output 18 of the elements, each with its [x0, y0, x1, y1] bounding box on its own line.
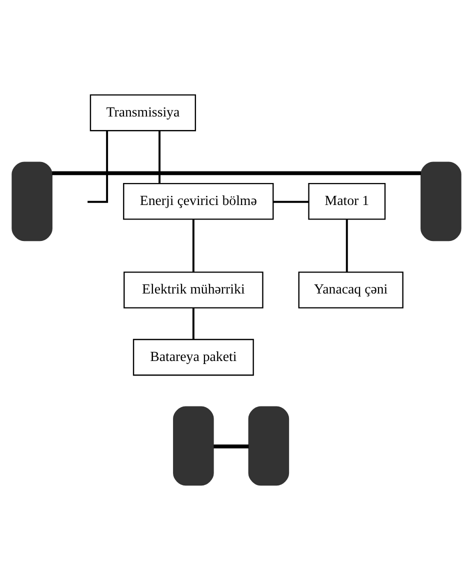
connector — [214, 444, 249, 448]
connector — [192, 308, 194, 339]
node-box: Transmissiya — [90, 94, 196, 131]
connector — [273, 200, 309, 202]
node-box — [12, 161, 52, 241]
node-box — [248, 406, 290, 486]
node-box: Enerji çevirici bölmə — [123, 182, 274, 220]
connector — [192, 218, 194, 272]
node-box — [173, 406, 214, 486]
connector — [346, 218, 348, 272]
connector — [88, 130, 108, 202]
node-box: Yanacaq çəni — [298, 271, 404, 308]
node-box: Batareya paketi — [132, 338, 254, 376]
connector — [52, 170, 421, 175]
node-box: Mator 1 — [308, 182, 386, 220]
node-box — [420, 161, 462, 241]
connector — [158, 130, 161, 183]
node-box: Elektrik mühərriki — [124, 271, 264, 308]
